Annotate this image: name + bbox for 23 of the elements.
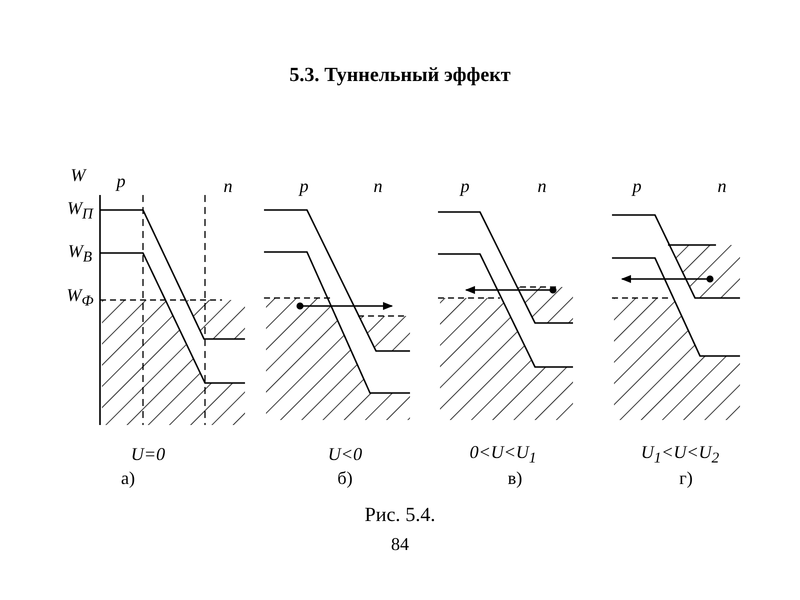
panel-label: в) <box>508 469 522 489</box>
region-label: p <box>300 177 308 197</box>
region-label: n <box>538 177 546 197</box>
voltage-label: U=0 <box>130 445 166 465</box>
region-label: n <box>718 177 726 197</box>
title: 5.3. Туннельный эффект <box>289 64 511 86</box>
energy-level-label: W$_{П}$ <box>67 198 93 224</box>
region-label: p <box>460 177 470 197</box>
panel-label: г) <box>679 469 693 489</box>
page-number: 84 <box>391 535 409 555</box>
axis-label: W <box>70 166 86 186</box>
voltage-label: U<0 <box>328 445 362 465</box>
voltage-label: U$_{1}$<U<U$_{2}$ <box>640 442 720 468</box>
region-label: n <box>374 177 382 197</box>
voltage-label: 0<U<U$_{1}$ <box>470 442 536 468</box>
panel-label: а) <box>121 469 135 489</box>
panel-label: б) <box>337 469 353 489</box>
energy-level-label: W$_{В}$ <box>68 242 92 266</box>
figure-caption: Рис. 5.4. <box>364 504 436 526</box>
region-label: n <box>224 177 232 197</box>
region-label: p <box>632 177 642 197</box>
region-label: p <box>116 172 126 192</box>
energy-level-label: W$_{Ф}$ <box>66 286 94 310</box>
